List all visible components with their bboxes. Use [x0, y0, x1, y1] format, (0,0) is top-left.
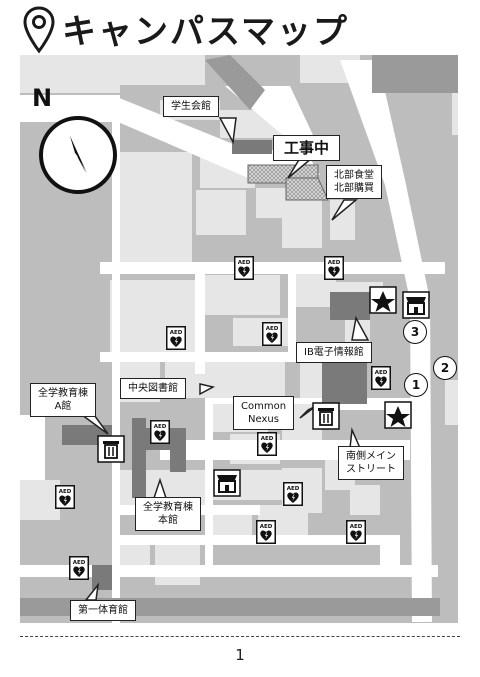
main-curved-street — [340, 60, 432, 622]
label-ib-denshi: IB電子情報館 — [296, 342, 372, 363]
page-divider — [20, 636, 460, 637]
label-zengaku-honkan: 全学教育棟 本館 — [135, 497, 201, 531]
aed-icon: AED — [324, 256, 344, 280]
label-construction: 工事中 — [273, 135, 341, 161]
svg-text:AED: AED — [73, 560, 86, 566]
aed-icon: AED — [69, 556, 89, 580]
svg-text:AED: AED — [266, 326, 279, 332]
diagonal-road — [205, 55, 265, 110]
star-markers — [369, 286, 412, 429]
label-hokubu: 北部食堂 北部購買 — [326, 165, 382, 199]
number-marker-3: 3 — [403, 320, 427, 344]
svg-text:AED: AED — [375, 370, 388, 376]
compass-north-label: N — [32, 84, 53, 112]
top-right-road — [372, 55, 458, 93]
label-minami-main-street: 南側メイン ストリート — [338, 446, 404, 480]
aed-icon: AED — [283, 482, 303, 506]
label-common-nexus: Common Nexus — [233, 396, 295, 430]
aed-icon: AED — [371, 366, 391, 390]
aed-icon: AED — [256, 520, 276, 544]
svg-text:AED: AED — [328, 260, 341, 266]
page-number: 1 — [235, 646, 245, 664]
label-chuo-tosho: 中央図書館 — [120, 378, 186, 399]
number-marker-2: 2 — [433, 356, 457, 380]
store-icons — [213, 291, 430, 497]
aed-icon: AED — [234, 256, 254, 280]
number-marker-1: 1 — [404, 373, 428, 397]
aed-icon: AED — [262, 322, 282, 346]
aed-icon: AED — [55, 485, 75, 509]
svg-text:AED: AED — [170, 330, 183, 336]
aed-icon: AED — [346, 520, 366, 544]
label-gakusei-kaikan: 学生会館 — [163, 96, 219, 117]
compass-icon — [39, 116, 117, 194]
aed-icon: AED — [166, 326, 186, 350]
aed-icon: AED — [150, 420, 170, 444]
construction-area-2 — [285, 177, 329, 201]
label-daiichi-taiikukan: 第一体育館 — [70, 600, 136, 621]
svg-text:AED: AED — [238, 260, 251, 266]
svg-text:AED: AED — [59, 489, 72, 495]
svg-text:AED: AED — [287, 486, 300, 492]
page-title: キャンパスマップ — [62, 12, 349, 52]
aed-icon: AED — [257, 432, 277, 456]
svg-text:AED: AED — [261, 436, 274, 442]
svg-text:AED: AED — [350, 524, 363, 530]
svg-text:AED: AED — [260, 524, 273, 530]
svg-text:AED: AED — [154, 424, 167, 430]
label-zengaku-a: 全学教育棟 A館 — [30, 383, 96, 417]
location-pin-icon — [23, 6, 55, 54]
trash-icons — [97, 402, 340, 463]
